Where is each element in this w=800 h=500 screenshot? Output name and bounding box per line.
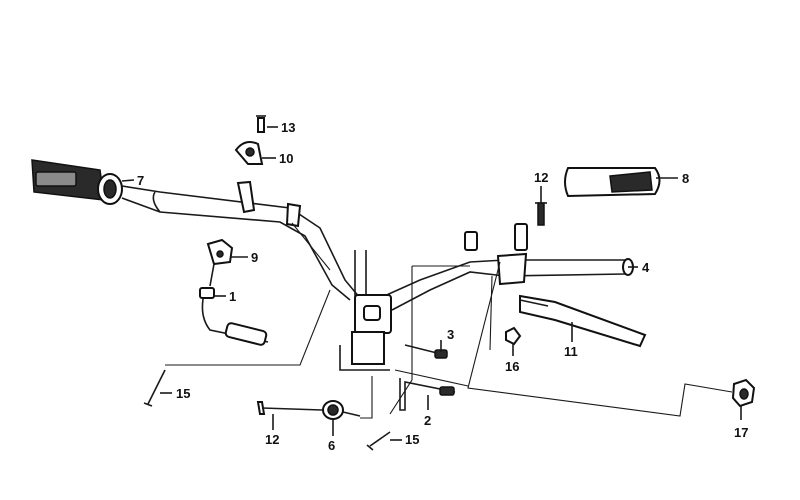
callout-8: 8 [682, 171, 689, 186]
callout-1: 1 [229, 289, 236, 304]
callout-3: 3 [447, 327, 454, 342]
left-grip [31, 159, 123, 205]
callout-7: 7 [137, 173, 144, 188]
cable-part-1 [199, 287, 269, 346]
screw-part-15-left [143, 369, 166, 407]
callout-13: 12 [534, 170, 548, 185]
bracket-part-9 [206, 238, 234, 287]
callout-4: 4 [642, 260, 650, 275]
nut-part-16 [505, 326, 522, 346]
clamp-part-10 [234, 141, 264, 165]
bolt-part-13 [535, 202, 547, 226]
screw-part-14 [256, 115, 266, 133]
callout-16: 16 [505, 359, 519, 374]
callout-15-bottom: 15 [405, 432, 419, 447]
callout-17: 17 [734, 425, 748, 440]
callout-labels: 13 10 7 9 1 12 8 4 11 16 3 2 15 12 6 15 … [137, 120, 748, 453]
assembly-guide-lines [165, 222, 733, 419]
callout-11: 11 [564, 344, 578, 359]
callout-leaders [121, 126, 742, 441]
handlebar-tube [121, 185, 634, 311]
knob-part-6 [322, 400, 361, 420]
right-grip-part-8 [564, 167, 661, 198]
right-mount-bracket [464, 223, 528, 286]
callout-9: 9 [251, 250, 258, 265]
screw-part-12 [256, 401, 323, 415]
callout-6: 6 [328, 438, 335, 453]
screw-part-15-bottom [366, 431, 391, 451]
end-nut-part-17 [731, 378, 756, 408]
center-clamp [339, 294, 392, 371]
callout-10: 10 [279, 151, 293, 166]
callout-15-left: 15 [176, 386, 190, 401]
brake-lever-part-11 [519, 294, 647, 348]
callout-2: 2 [424, 413, 431, 428]
left-mount-bracket [236, 180, 302, 228]
callout-12: 12 [265, 432, 279, 447]
callout-14: 13 [281, 120, 295, 135]
